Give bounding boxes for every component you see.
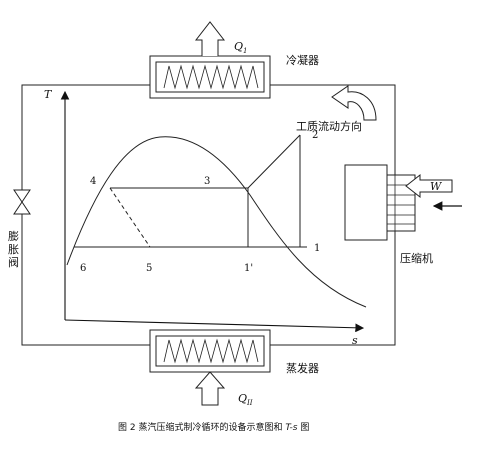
heat-in-label: QII: [238, 392, 253, 407]
saturation-dome: [66, 136, 367, 308]
condenser-coil: [163, 64, 259, 90]
work-in-arrow: [405, 173, 453, 199]
heat-out-arrow: [194, 21, 226, 56]
work-in-label: W: [430, 180, 443, 193]
point-1-label: 1: [314, 243, 320, 254]
point-4-label: 4: [90, 176, 96, 187]
point-5-label: 5: [146, 263, 152, 274]
line-superheat: [247, 134, 301, 189]
condenser-label: 冷凝器: [286, 53, 319, 67]
expansion-valve-label: 膨胀阀: [8, 229, 19, 269]
flow-direction-label: 工质流动方向: [296, 119, 362, 133]
heat-in-arrow: [194, 371, 226, 406]
flow-direction-arrow: [331, 85, 377, 121]
point-1prime-label: 1': [244, 263, 253, 274]
point-2-label: 2: [312, 130, 318, 141]
compressor-label: 压缩机: [400, 251, 433, 265]
heat-out-label: Q1: [234, 40, 248, 55]
figure-caption: 图 2 蒸汽压缩式制冷循环的设备示意图和 T-s 图: [118, 421, 309, 433]
compressor: [344, 164, 416, 241]
evaporator-coil: [163, 338, 259, 364]
evaporator-label: 蒸发器: [286, 361, 319, 375]
expansion-valve: [13, 189, 31, 215]
condenser: [149, 55, 271, 99]
s-axis: [64, 319, 365, 333]
line-4-5-dashed: [109, 187, 151, 248]
t-axis-label: T: [44, 88, 53, 101]
point-3-label: 3: [204, 176, 210, 187]
point-6-label: 6: [80, 263, 86, 274]
s-axis-label: s: [352, 334, 358, 347]
evaporator: [149, 329, 271, 373]
